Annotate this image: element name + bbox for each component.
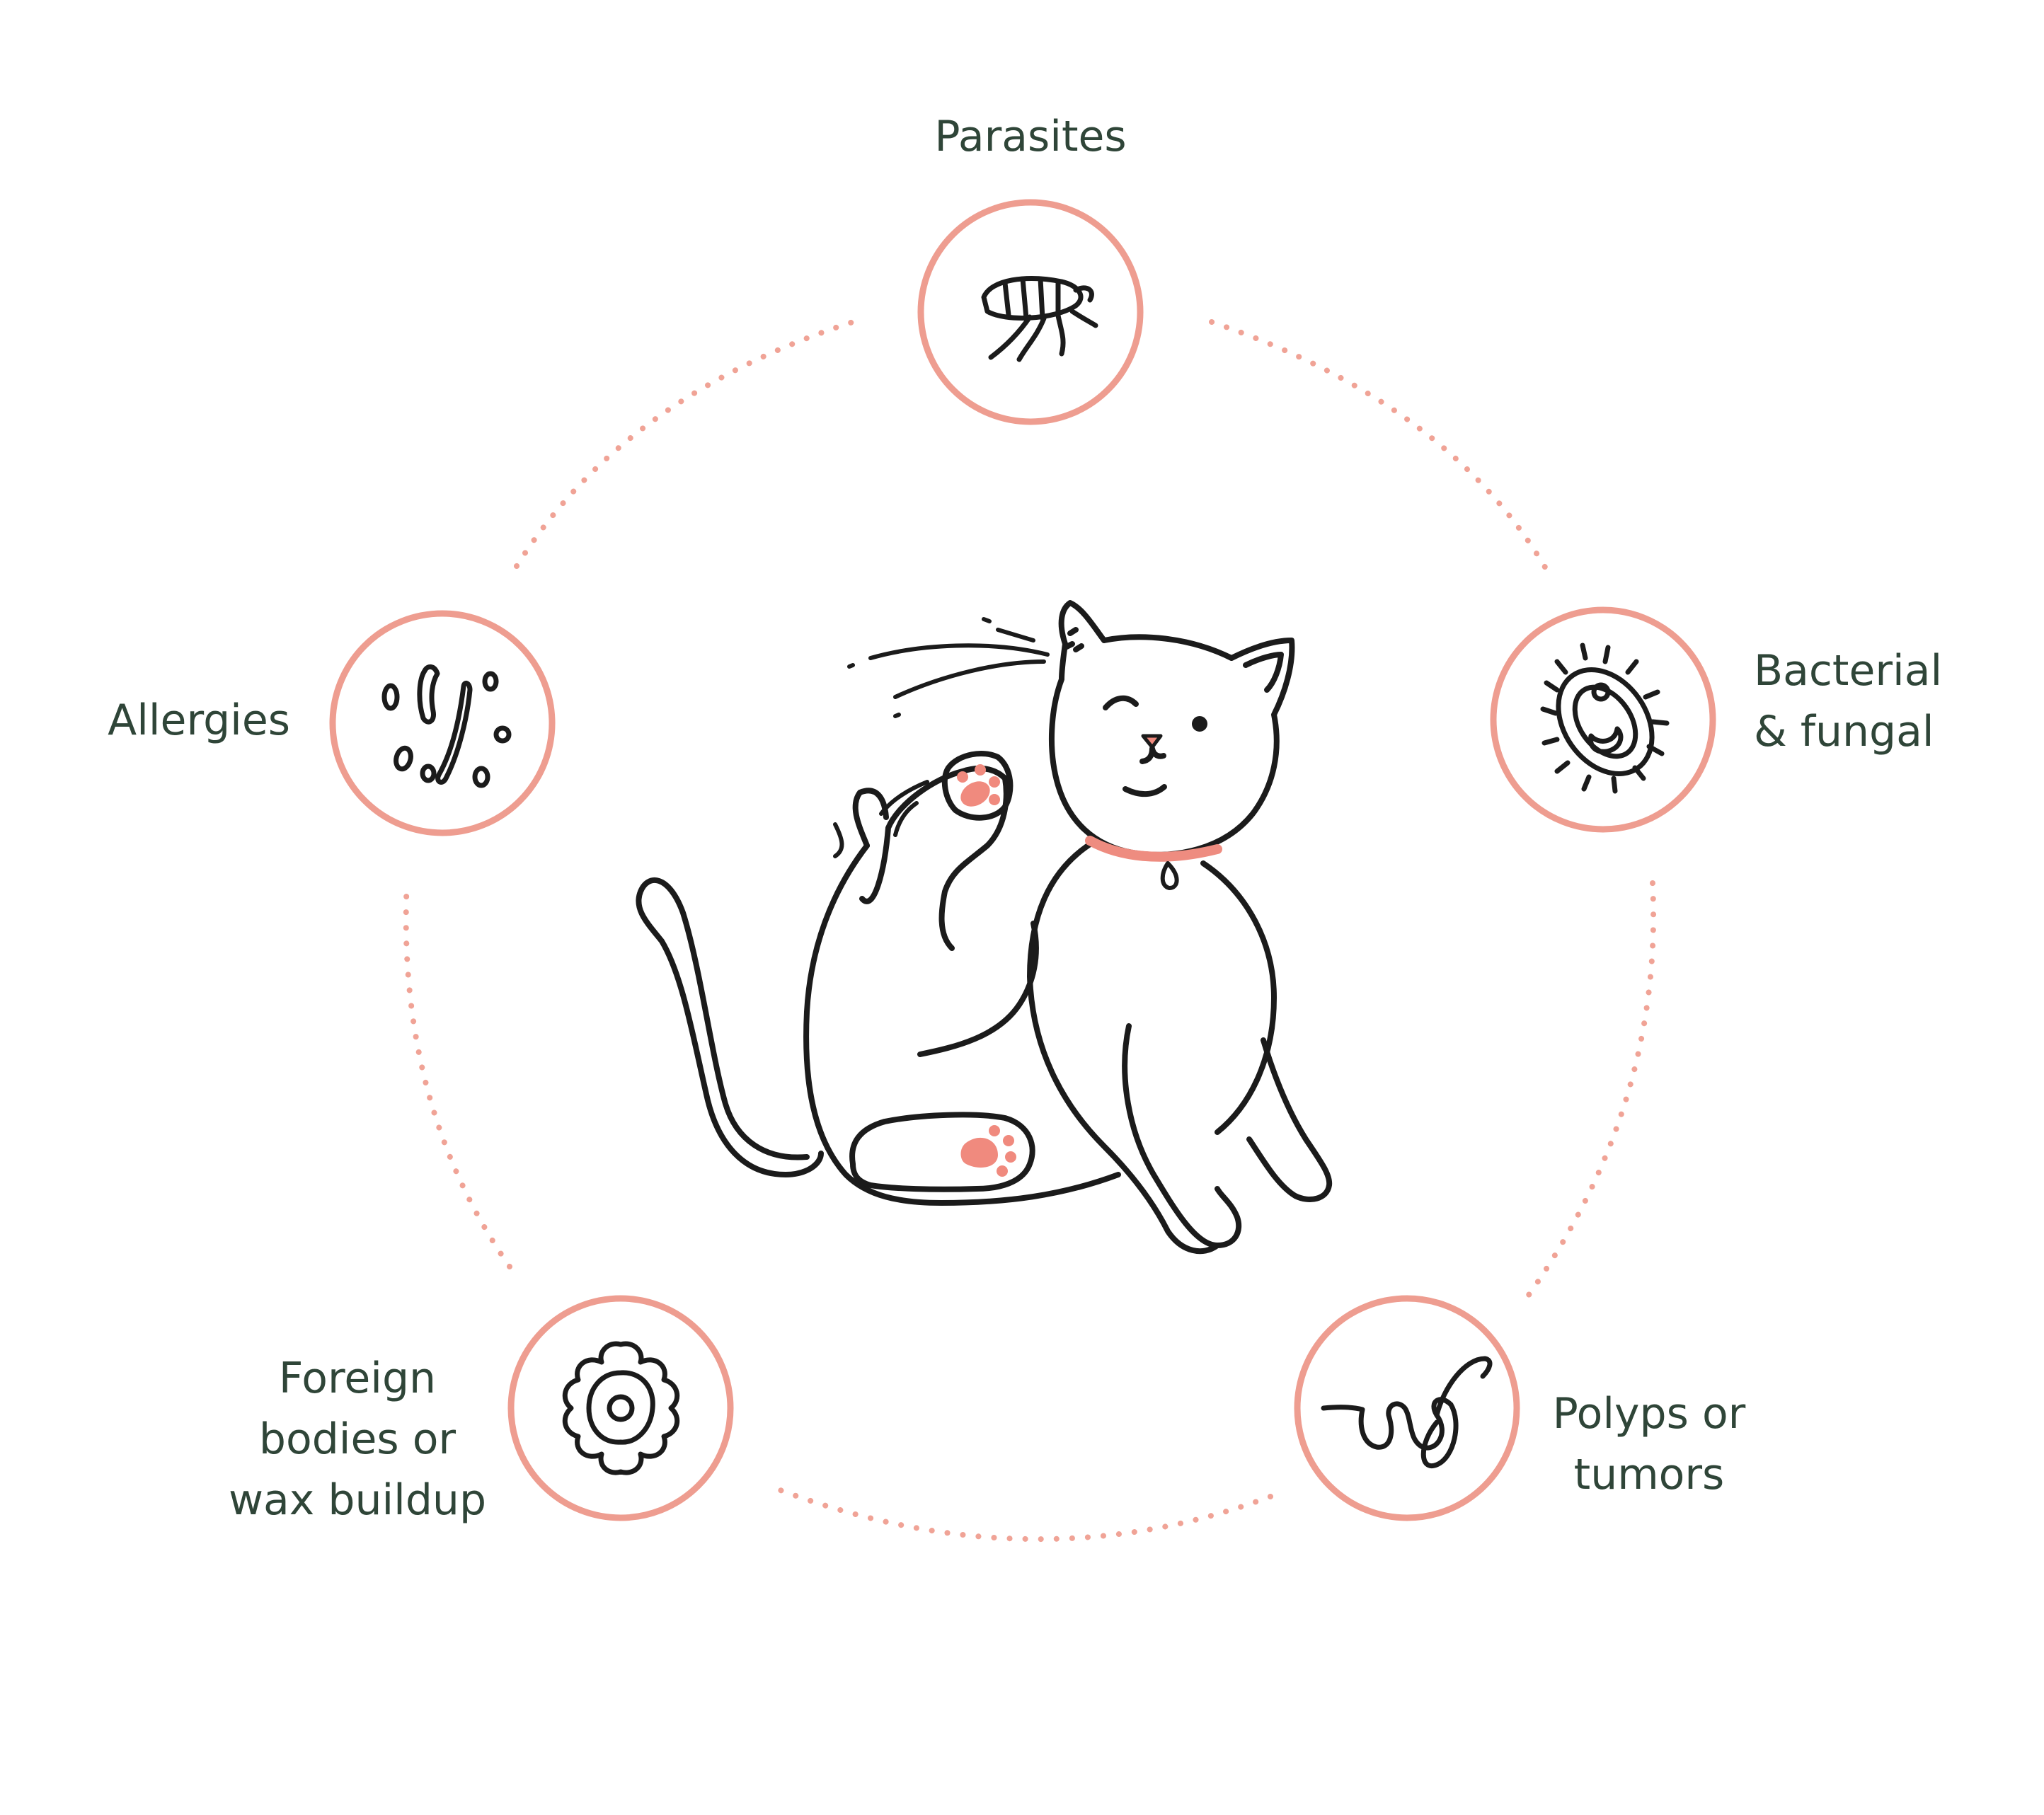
wax-flower-icon <box>562 1341 680 1475</box>
cat-hind-foot <box>849 1112 1035 1192</box>
hind-paw-toe-3 <box>1005 1151 1016 1163</box>
polyps-label: Polyps or tumors <box>1552 1389 1746 1499</box>
foreign-ring <box>507 1295 734 1521</box>
cat-hind-body <box>803 843 1121 1206</box>
connector-foreign-allergies <box>403 878 512 1269</box>
cat-motion-lines-leg <box>833 780 929 858</box>
cat-front-leg-right <box>1246 1037 1333 1202</box>
cat-smile <box>1123 784 1167 797</box>
cat-chest <box>1027 839 1220 1255</box>
cat-raised-foot <box>941 751 1014 821</box>
cat-mouth <box>1139 746 1166 764</box>
cat-nose <box>1141 734 1163 749</box>
cat-front-leg-left <box>1122 1023 1242 1248</box>
foreign-label: Foreign bodies or wax buildup <box>228 1354 487 1525</box>
hind-paw-toe-2 <box>1003 1135 1014 1146</box>
hind-paw-toe-1 <box>989 1125 1000 1136</box>
cat-belly-right <box>1200 860 1277 1135</box>
parasites-ring <box>917 199 1144 425</box>
connector-bacterial-polyps <box>1526 880 1657 1298</box>
cat-collar-tag <box>1160 861 1179 890</box>
allergies-ring <box>329 610 556 836</box>
raised-paw-toe-2 <box>975 764 986 776</box>
bacterial-label: Bacterial & fungal <box>1754 646 1943 756</box>
cat-raised-leg <box>852 765 1009 951</box>
connector-parasites-bacterial <box>1209 319 1551 576</box>
hind-paw-main-pad <box>960 1137 998 1168</box>
raised-paw-toe-3 <box>989 776 1000 788</box>
cat-thigh-line <box>917 921 1039 1057</box>
allergies-label: Allergies <box>108 696 290 745</box>
connector-polyps-foreign <box>776 1487 1273 1543</box>
raised-paw-main-pad <box>960 781 990 807</box>
raised-paw-toe-4 <box>989 794 1000 805</box>
allergen-particles-icon <box>381 664 512 788</box>
dotted-connector-ring <box>403 319 1657 1543</box>
cat-tail <box>636 877 824 1177</box>
hind-paw-toe-4 <box>997 1165 1008 1177</box>
raised-paw-toe-1 <box>957 771 968 783</box>
cat-motion-lines-head <box>847 617 1050 718</box>
cat-inner-ear <box>1243 652 1284 693</box>
polyp-icon <box>1321 1356 1493 1469</box>
cat-collar <box>1085 836 1222 862</box>
flea-icon <box>981 276 1098 362</box>
parasites-label: Parasites <box>934 112 1127 161</box>
connector-allergies-parasites <box>514 319 856 569</box>
cat-closed-eye <box>1103 695 1139 710</box>
cat-paw-pads <box>957 764 1016 1177</box>
cat-open-eye <box>1192 716 1207 732</box>
cat-head <box>1048 600 1295 858</box>
bacterium-icon <box>1540 643 1670 794</box>
bacterial-ring <box>1490 606 1716 833</box>
cat-ear-marks <box>1062 627 1084 652</box>
cat-scratching-ear-illustration <box>636 600 1333 1255</box>
